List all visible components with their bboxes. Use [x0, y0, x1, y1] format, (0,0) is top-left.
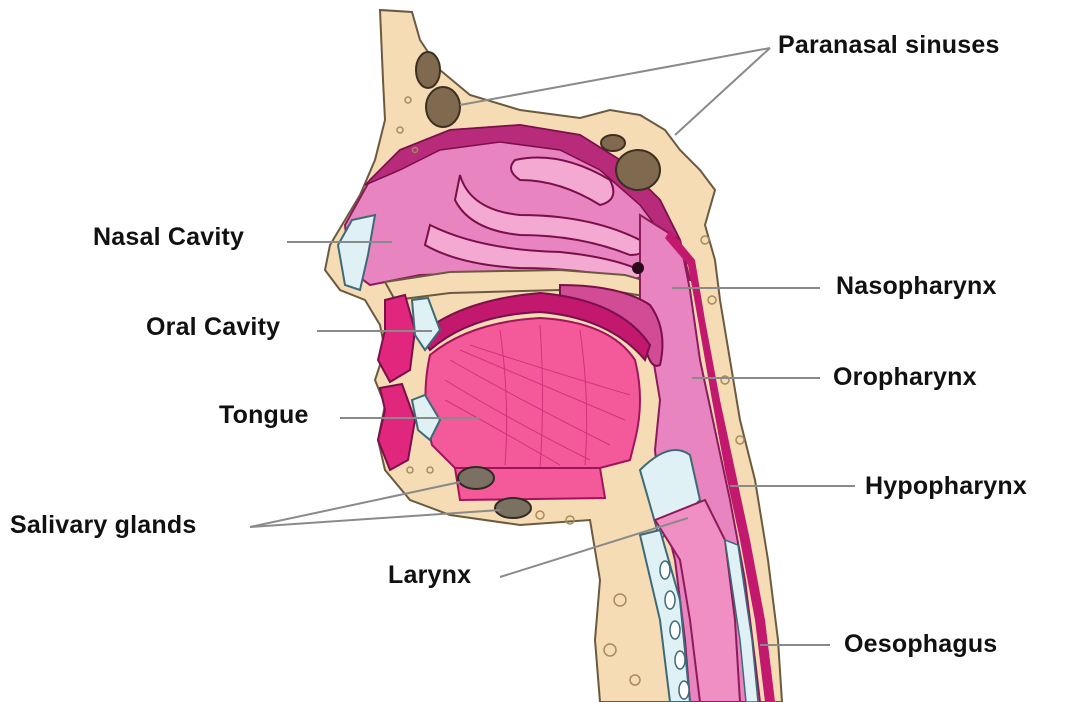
tongue-body: [425, 318, 640, 470]
label-tongue: Tongue: [219, 403, 309, 428]
sublingual-gland: [458, 467, 494, 489]
eustachian-opening: [632, 262, 644, 274]
frontal-sinus-upper: [416, 52, 440, 88]
label-salivary-glands: Salivary glands: [10, 513, 196, 538]
label-paranasal-sinuses: Paranasal sinuses: [778, 33, 1000, 58]
label-larynx: Larynx: [388, 563, 471, 588]
label-oesophagus: Oesophagus: [844, 632, 997, 657]
sphenoid-sinus-small: [601, 135, 625, 151]
sphenoid-sinus-large: [616, 150, 660, 190]
leader-paranasal-frontal: [460, 48, 770, 105]
label-hypopharynx: Hypopharynx: [865, 474, 1027, 499]
label-nasal-cavity: Nasal Cavity: [93, 225, 244, 250]
frontal-sinus-lower: [426, 87, 460, 127]
label-oropharynx: Oropharynx: [833, 365, 977, 390]
label-oral-cavity: Oral Cavity: [146, 315, 280, 340]
label-nasopharynx: Nasopharynx: [836, 274, 997, 299]
leader-paranasal-sphenoid: [675, 48, 770, 135]
submandibular-gland: [495, 498, 531, 518]
